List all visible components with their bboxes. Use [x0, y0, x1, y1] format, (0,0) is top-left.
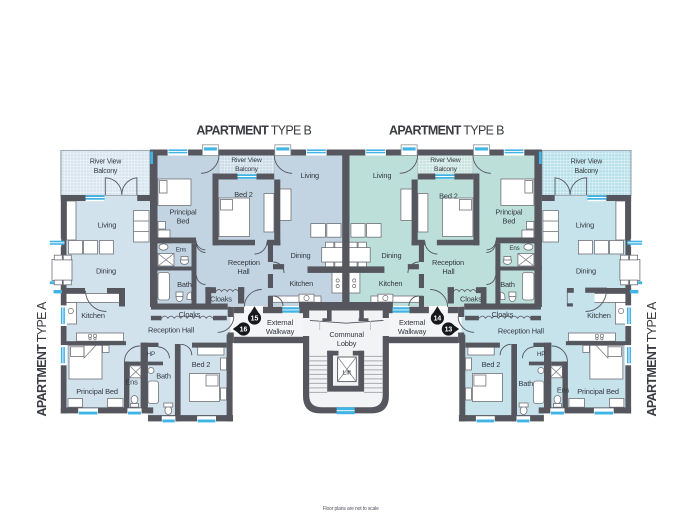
svg-text:Dining: Dining	[290, 251, 310, 260]
svg-text:Communal: Communal	[329, 330, 364, 339]
svg-text:Bed 2: Bed 2	[234, 190, 253, 199]
svg-text:Living: Living	[98, 220, 116, 229]
svg-text:Balcony: Balcony	[575, 168, 599, 175]
svg-text:Ens: Ens	[176, 246, 186, 253]
svg-text:Balcony: Balcony	[94, 168, 118, 175]
svg-text:HP: HP	[147, 351, 155, 358]
svg-text:APARTMENT TYPE B: APARTMENT TYPE B	[389, 123, 504, 137]
svg-text:Principal: Principal	[170, 207, 198, 216]
svg-text:Bed 2: Bed 2	[439, 191, 458, 200]
svg-text:Ens: Ens	[125, 378, 138, 387]
svg-text:Hall: Hall	[442, 267, 455, 276]
svg-text:Principal: Principal	[495, 207, 523, 216]
svg-text:Cloaks: Cloaks	[179, 310, 201, 319]
svg-text:Ens: Ens	[557, 385, 570, 394]
svg-text:Bed 2: Bed 2	[192, 360, 211, 369]
svg-text:Kitchen: Kitchen	[81, 311, 105, 320]
svg-text:External: External	[399, 318, 425, 327]
svg-text:External: External	[267, 318, 293, 327]
svg-text:Bath: Bath	[518, 379, 533, 388]
svg-text:Bath: Bath	[500, 280, 515, 289]
svg-text:Ens: Ens	[509, 245, 519, 252]
svg-text:Living: Living	[373, 171, 391, 180]
svg-text:River View: River View	[430, 157, 461, 164]
svg-text:Dining: Dining	[576, 266, 596, 275]
svg-text:Lift: Lift	[343, 369, 351, 376]
svg-text:Bed: Bed	[177, 217, 190, 226]
svg-text:Bed: Bed	[503, 217, 516, 226]
svg-text:River View: River View	[90, 159, 121, 166]
svg-text:Walkway: Walkway	[266, 327, 295, 336]
svg-text:HP: HP	[537, 351, 545, 358]
svg-text:Reception: Reception	[228, 258, 260, 267]
svg-text:Walkway: Walkway	[398, 327, 427, 336]
svg-text:Kitchen: Kitchen	[379, 279, 403, 288]
svg-text:Lobby: Lobby	[337, 339, 357, 348]
svg-text:Principal Bed: Principal Bed	[76, 387, 118, 396]
svg-text:15: 15	[251, 316, 259, 323]
svg-text:APARTMENT TYPE A: APARTMENT TYPE A	[35, 301, 49, 416]
svg-text:Dining: Dining	[381, 251, 401, 260]
svg-text:River View: River View	[571, 159, 602, 166]
svg-text:14: 14	[434, 316, 442, 323]
svg-text:Principal Bed: Principal Bed	[577, 387, 619, 396]
svg-text:Balcony: Balcony	[434, 166, 458, 173]
svg-text:Bath: Bath	[156, 371, 171, 380]
svg-text:Dining: Dining	[96, 266, 116, 275]
svg-text:APARTMENT TYPE B: APARTMENT TYPE B	[196, 123, 311, 137]
svg-text:13: 13	[445, 327, 453, 334]
svg-text:River View: River View	[231, 157, 262, 164]
svg-text:Living: Living	[576, 220, 594, 229]
svg-text:16: 16	[240, 327, 248, 334]
svg-text:Floor plans are not to scale: Floor plans are not to scale	[323, 506, 379, 512]
svg-text:Hall: Hall	[237, 267, 250, 276]
svg-text:Bed 2: Bed 2	[482, 360, 501, 369]
svg-text:Kitchen: Kitchen	[289, 279, 313, 288]
svg-text:Living: Living	[301, 171, 319, 180]
svg-text:Reception: Reception	[432, 258, 464, 267]
svg-text:Reception Hall: Reception Hall	[148, 326, 194, 335]
svg-text:APARTMENT TYPE A: APARTMENT TYPE A	[645, 301, 659, 416]
svg-text:Bath: Bath	[177, 280, 192, 289]
svg-text:Cloaks: Cloaks	[460, 295, 482, 304]
svg-text:Balcony: Balcony	[235, 166, 259, 173]
svg-text:Reception Hall: Reception Hall	[498, 326, 544, 335]
svg-text:Cloaks: Cloaks	[210, 295, 232, 304]
svg-text:Kitchen: Kitchen	[587, 311, 611, 320]
svg-text:Cloaks: Cloaks	[492, 310, 514, 319]
